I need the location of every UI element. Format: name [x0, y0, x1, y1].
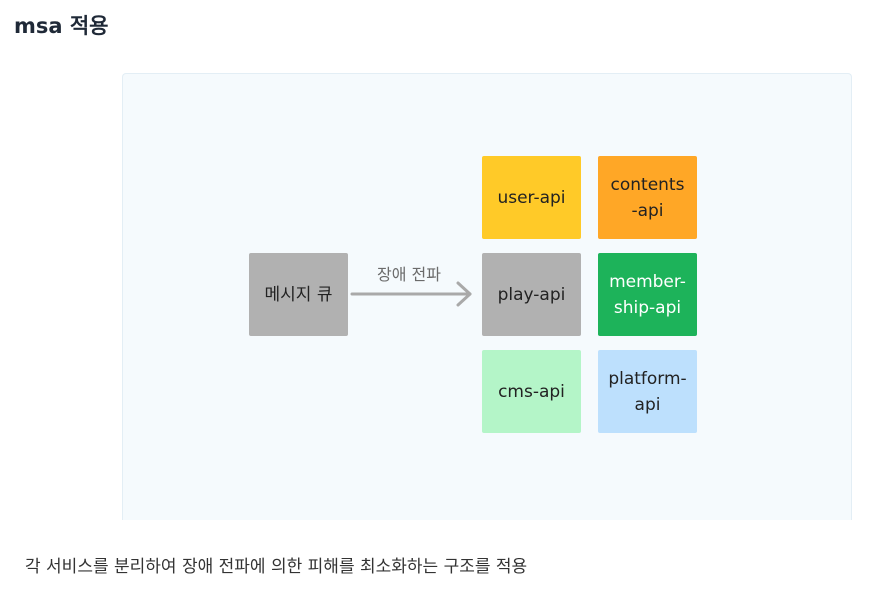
section-heading: msa 적용	[14, 14, 109, 38]
platform-api-box: platform- api	[598, 350, 697, 433]
message-queue-box: 메시지 큐	[249, 253, 348, 336]
membership-api-box: member- ship-api	[598, 253, 697, 336]
user-api-box: user-api	[482, 156, 581, 239]
play-api-box: play-api	[482, 253, 581, 336]
arrow-right-icon	[350, 281, 472, 307]
cms-api-box: cms-api	[482, 350, 581, 433]
contents-api-box: contents -api	[598, 156, 697, 239]
failure-propagation-label: 장애 전파	[377, 265, 441, 284]
description-text: 각 서비스를 분리하여 장애 전파에 의한 피해를 최소화하는 구조를 적용	[25, 557, 528, 577]
